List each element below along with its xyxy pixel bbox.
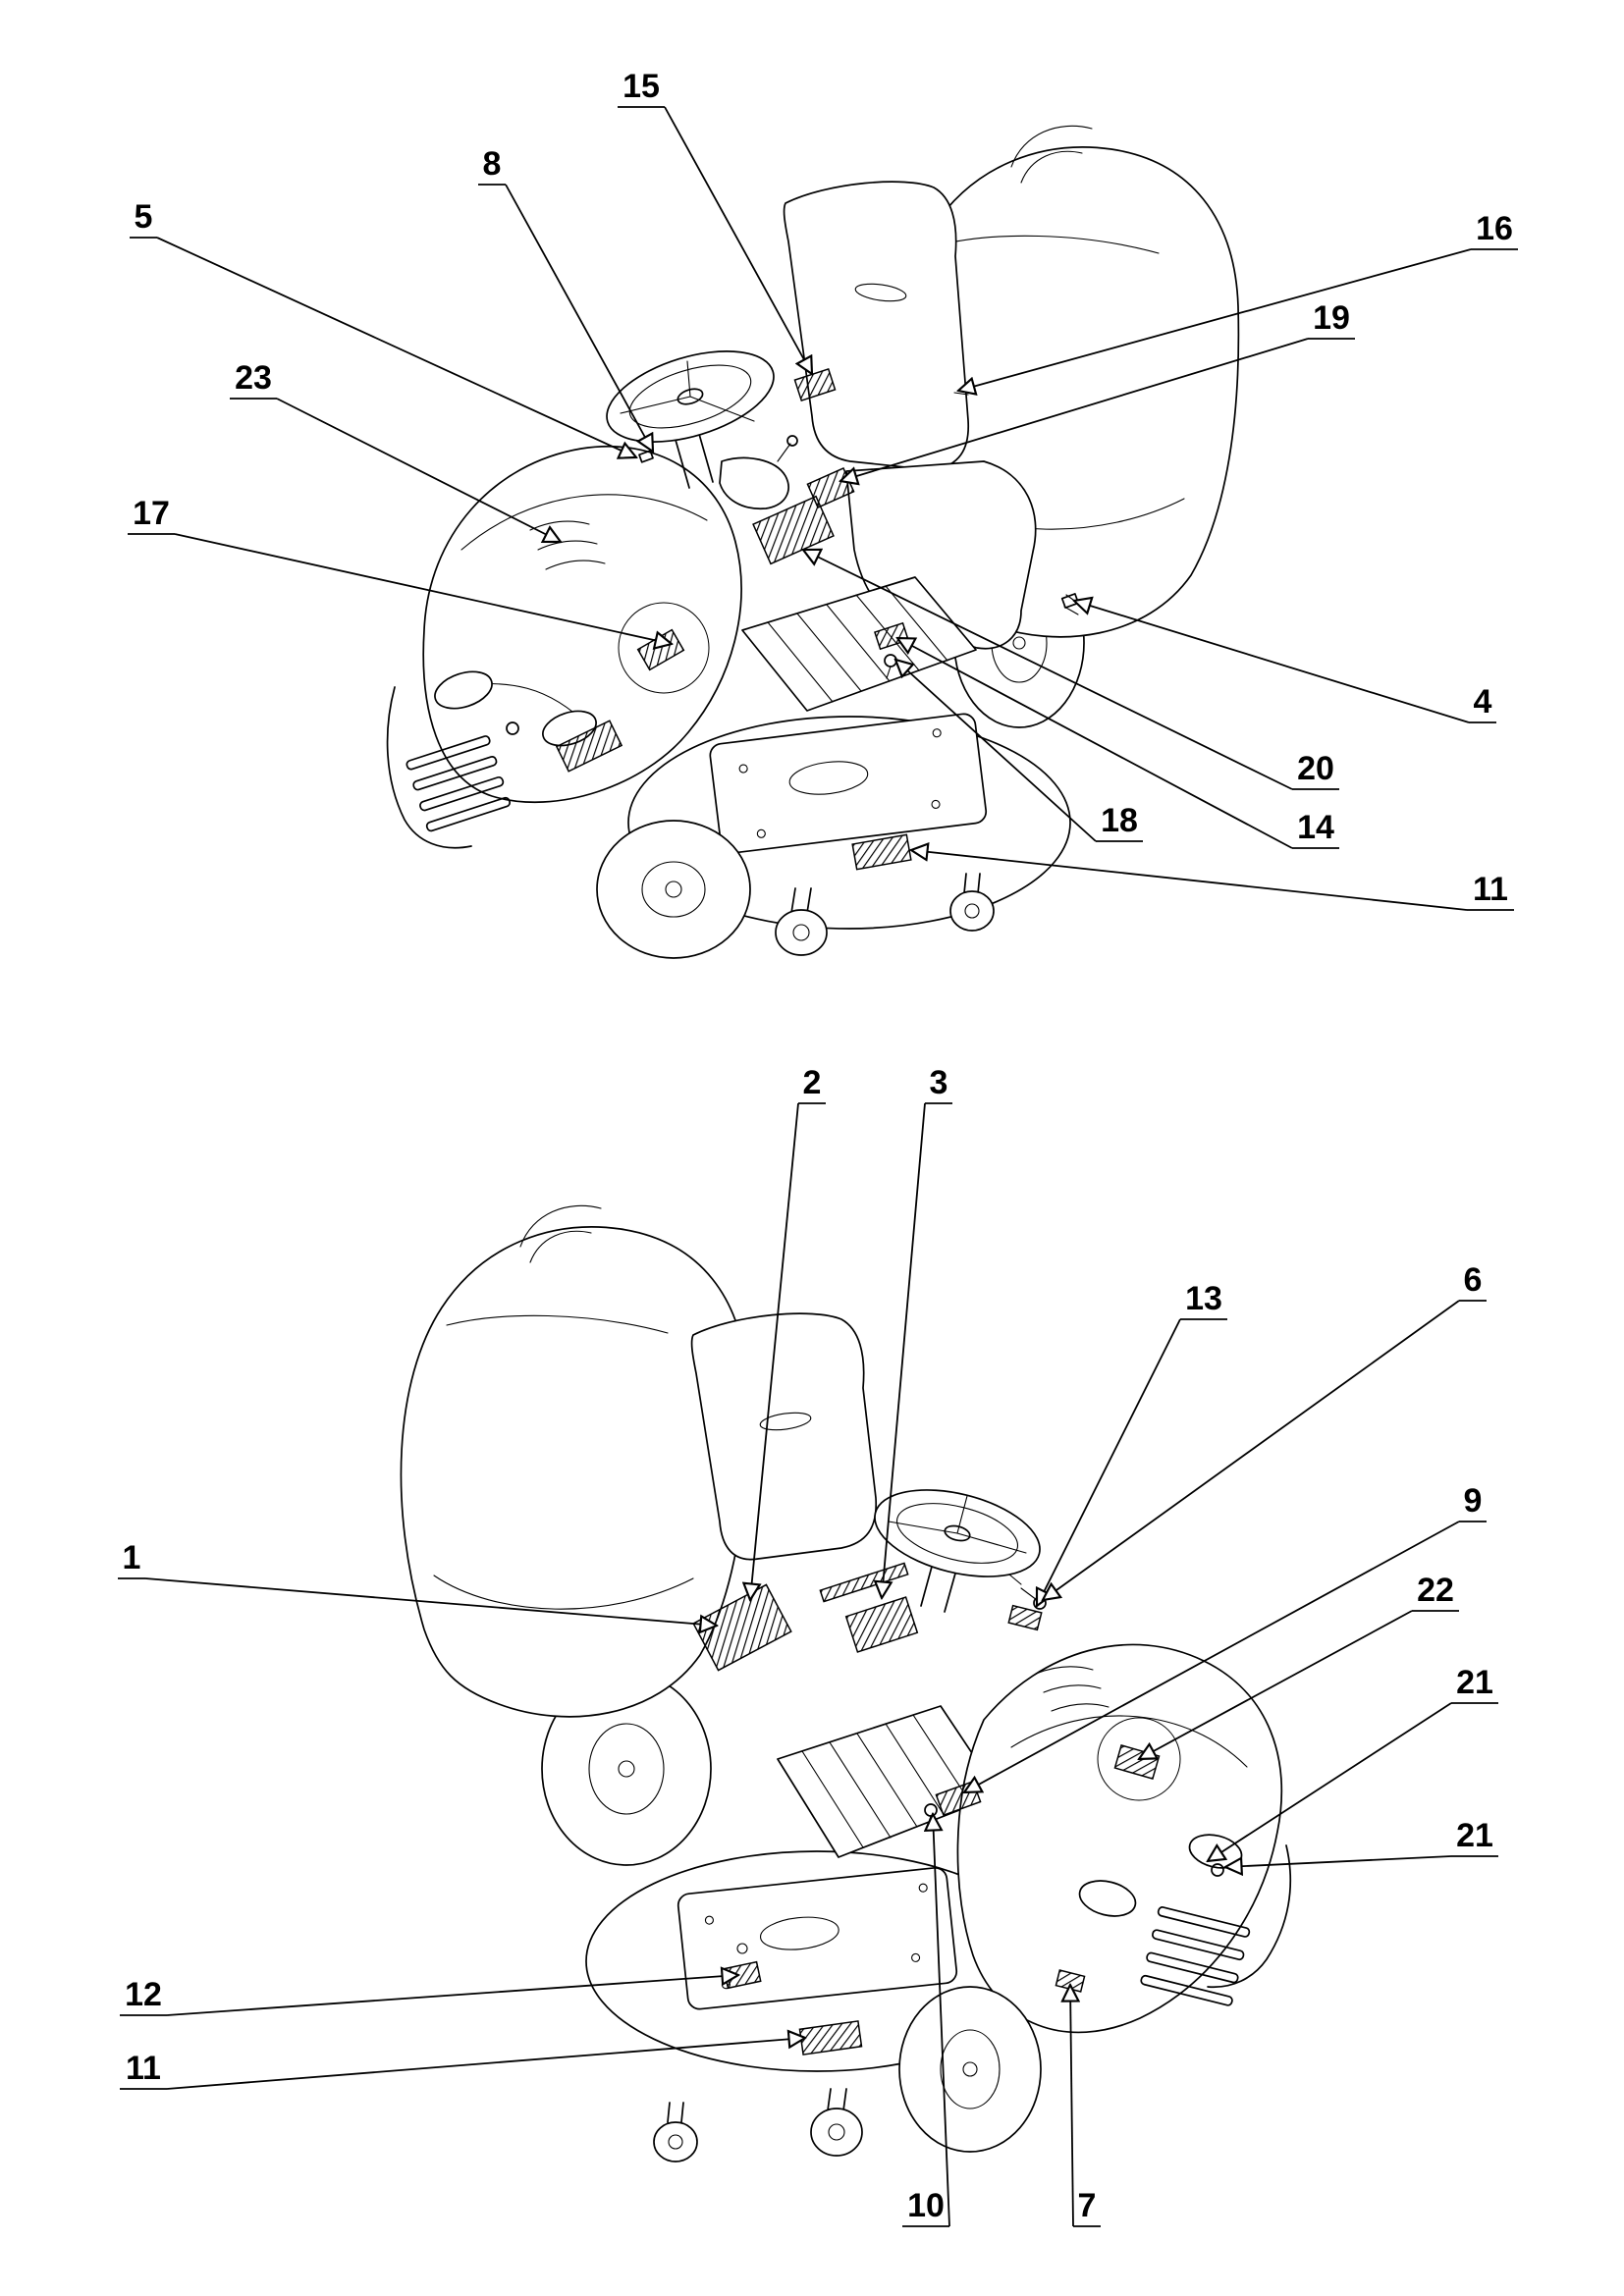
callout-number: 9 bbox=[1464, 1482, 1483, 1520]
callout-number: 11 bbox=[126, 2050, 161, 2087]
callout-number: 10 bbox=[907, 2187, 945, 2224]
dash-console bbox=[719, 435, 798, 509]
callout-number: 6 bbox=[1464, 1261, 1483, 1299]
callout-number: 4 bbox=[1474, 683, 1492, 721]
leader-line bbox=[958, 248, 1472, 391]
front-grille bbox=[1140, 1906, 1251, 2006]
callout-number: 22 bbox=[1417, 1572, 1454, 1609]
grass-catcher-bag bbox=[400, 1204, 749, 1718]
steering-wheel bbox=[874, 1489, 1047, 1613]
seat bbox=[783, 181, 969, 471]
front-bumper bbox=[386, 686, 472, 849]
callout-number: 19 bbox=[1313, 299, 1350, 337]
leader-line bbox=[911, 850, 1468, 911]
seat bbox=[690, 1312, 877, 1561]
caster-wheel bbox=[653, 2102, 698, 2163]
decal-steering-base bbox=[1007, 1604, 1043, 1631]
decal-body bbox=[844, 1596, 919, 1653]
leader-line bbox=[276, 398, 561, 542]
callout-number: 13 bbox=[1185, 1280, 1222, 1317]
leader-line bbox=[933, 1814, 950, 2227]
leader-line bbox=[840, 338, 1309, 481]
headlight bbox=[434, 670, 493, 710]
leader-line bbox=[882, 1102, 926, 1598]
caster-wheel bbox=[810, 2088, 863, 2157]
callout-number: 1 bbox=[123, 1539, 141, 1576]
leader-line bbox=[803, 550, 1293, 790]
callout-number: 17 bbox=[133, 495, 170, 532]
leader-line bbox=[1074, 601, 1470, 723]
callout-number: 12 bbox=[125, 1976, 162, 2013]
throttle-knob bbox=[786, 435, 798, 447]
decal-strip bbox=[819, 1562, 909, 1603]
decal-body-large bbox=[692, 1583, 792, 1672]
hood bbox=[956, 1643, 1292, 2034]
front-wheel bbox=[596, 820, 751, 959]
callout-number: 2 bbox=[803, 1064, 822, 1101]
decal-hood-side bbox=[555, 720, 623, 773]
callout-number: 14 bbox=[1297, 809, 1334, 846]
brand-emblem bbox=[506, 721, 519, 735]
leader-line bbox=[166, 1975, 738, 2016]
leader-line bbox=[964, 1521, 1460, 1792]
callout-number: 8 bbox=[483, 145, 502, 183]
leader-line bbox=[895, 660, 1097, 842]
leader-line bbox=[664, 106, 812, 374]
footboard bbox=[741, 576, 977, 712]
caster-wheel bbox=[949, 873, 995, 932]
callout-number: 3 bbox=[930, 1064, 948, 1101]
callout-number: 15 bbox=[623, 68, 660, 105]
leader-line bbox=[750, 1102, 799, 1600]
callout-number: 16 bbox=[1476, 210, 1513, 247]
leader-line bbox=[144, 1577, 717, 1626]
callout-number: 7 bbox=[1078, 2187, 1097, 2224]
figure-top-mower bbox=[386, 125, 1240, 959]
decal-deck bbox=[851, 833, 912, 871]
leader-line bbox=[1139, 1610, 1413, 1759]
leader-line bbox=[1225, 1855, 1452, 1867]
callout-number: 5 bbox=[135, 198, 153, 236]
front-bumper bbox=[1207, 1844, 1292, 1989]
leader-line bbox=[1043, 1300, 1460, 1600]
leader-line bbox=[174, 533, 672, 644]
callout-number: 21 bbox=[1456, 1817, 1493, 1854]
leader-line bbox=[1208, 1702, 1452, 1861]
figure-bottom-mower bbox=[400, 1204, 1292, 2163]
leader-line bbox=[505, 184, 653, 452]
callout-number: 18 bbox=[1101, 802, 1138, 839]
callout-number: 20 bbox=[1297, 750, 1334, 787]
leader-line bbox=[897, 638, 1293, 849]
rear-wheel bbox=[541, 1672, 712, 1866]
headlight bbox=[1078, 1880, 1137, 1917]
front-wheel bbox=[898, 1986, 1042, 2153]
callout-number: 21 bbox=[1456, 1664, 1493, 1701]
hood-vents bbox=[1035, 1666, 1110, 1712]
leader-line bbox=[156, 237, 636, 457]
steering-column bbox=[675, 433, 714, 489]
front-grille bbox=[406, 735, 511, 832]
leader-line bbox=[166, 2038, 805, 2090]
leader-line bbox=[1070, 1985, 1073, 2227]
steering-wheel bbox=[606, 350, 775, 489]
leader-line bbox=[1037, 1318, 1181, 1606]
caster-wheel bbox=[775, 887, 828, 956]
callout-number: 23 bbox=[235, 359, 272, 397]
callout-number: 11 bbox=[1473, 871, 1508, 908]
